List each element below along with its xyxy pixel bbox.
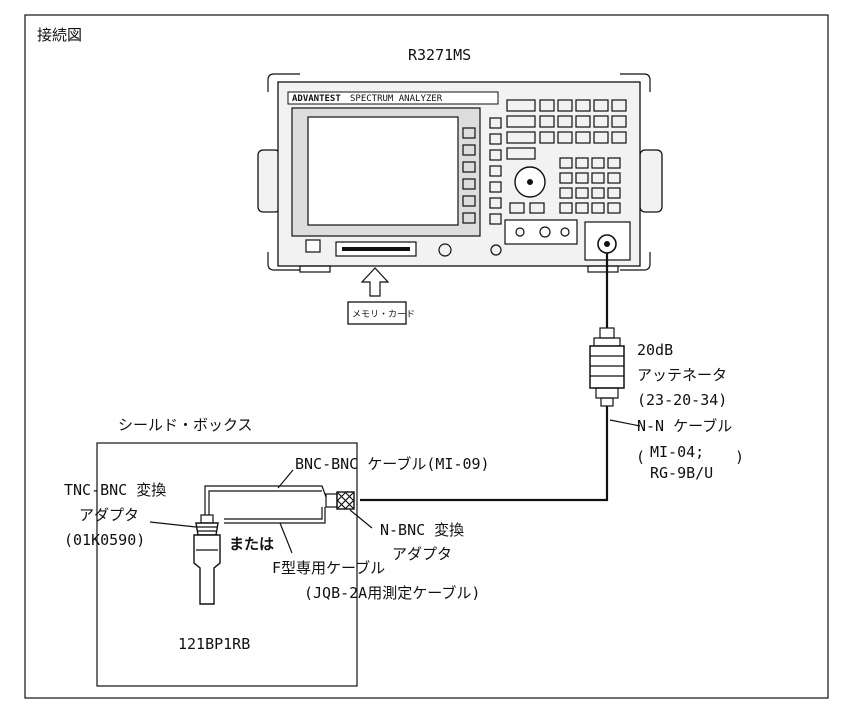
tnc-adapter-label-1: TNC-BNC 変換 [64,481,166,499]
label-strip [287,91,499,105]
memory-card-box [347,301,407,325]
left-handle [257,149,281,213]
dut-label: 121BP1RB [178,635,250,653]
nn-cable-spec-1: MI-04; [650,443,704,461]
f-type-cable [224,507,326,524]
bnc-bnc-cable [204,485,327,515]
attenuator-label-2: アッテネータ [637,366,727,384]
bumper-tl [267,73,300,92]
f-cable-leader [279,522,293,554]
device-model-label: R3271MS [408,46,471,64]
bumper-bl [267,252,300,271]
f-cable-label-2: (JQB-2A用測定ケーブル) [304,584,480,602]
soft-keys [462,127,476,224]
attenuator-label-1: 20dB [637,341,673,359]
power-switch [305,239,321,253]
or-text: または [229,535,274,553]
tnc-adapter-leader [149,521,197,528]
bnc-cable-leader [277,469,294,489]
right-handle [639,149,663,213]
nbnc-adapter-label-2: アダプタ [392,545,452,563]
tnc-bnc-adapter [195,514,219,536]
bnc-cable-label: BNC-BNC ケーブル(MI-09) [295,455,490,473]
nn-cable-label: N-N ケーブル [637,417,732,435]
diagram-title: 接続図 [37,26,82,44]
nn-cable-bracket-close: ) [735,448,744,466]
spectrum-analyzer: ADVANTEST SPECTRUM ANALYZER [257,73,663,273]
function-keys [506,99,627,160]
attenuator [589,327,625,407]
dut-body [193,534,221,605]
connector-panel [504,219,578,245]
nn-cable-spec-2: RG-9B/U [650,464,713,482]
nn-cable-bracket-open: ( [636,448,645,466]
numeric-keypad [509,157,621,214]
brand-logo: ADVANTEST [292,94,341,104]
tnc-adapter-label-2: アダプタ [79,506,139,524]
shield-box-label: シールド・ボックス [118,416,253,434]
bumper-br [620,252,651,271]
attenuator-label-3: (23-20-34) [637,391,727,409]
card-insert-arrow [360,267,390,297]
nbnc-adapter-leader [349,509,373,529]
nn-cable [360,406,609,502]
screen [307,116,459,226]
tnc-adapter-label-3: (01K0590) [64,531,145,549]
memory-card-label: メモリ・カード [352,309,415,320]
nn-cable-leader [609,419,641,427]
panel-label: SPECTRUM ANALYZER [350,94,443,104]
nbnc-adapter-label-1: N-BNC 変換 [380,521,464,539]
outer-frame [24,14,829,699]
f-cable-label-1: F型専用ケーブル [272,559,385,577]
bumper-tr [620,73,651,92]
key-column [489,117,502,225]
shield-box [96,442,358,687]
